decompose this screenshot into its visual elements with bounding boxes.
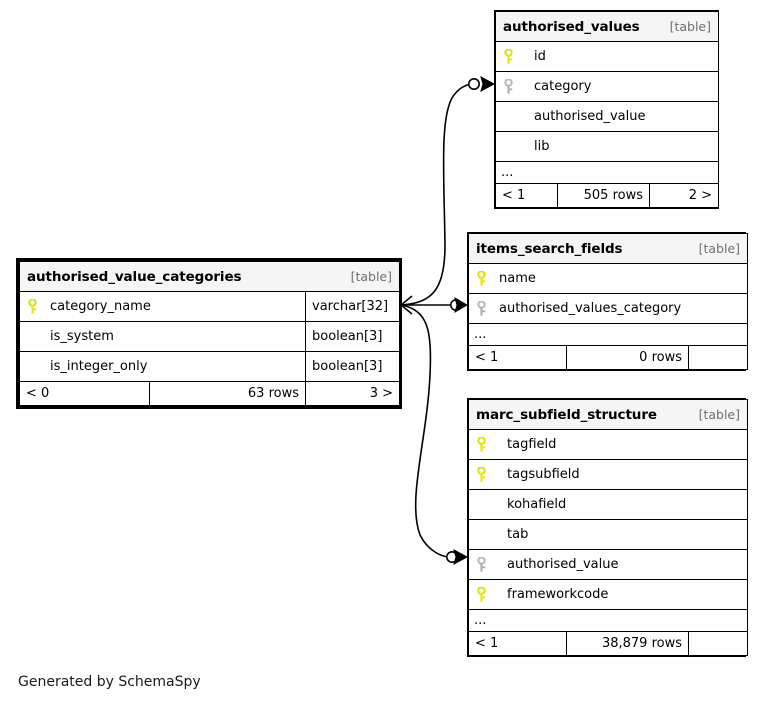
table-type-tag: [table] xyxy=(669,19,711,34)
column-row-authorised-value[interactable]: authorised_value xyxy=(468,549,748,580)
column-row-is-system[interactable]: is_system boolean[3] xyxy=(19,321,400,352)
column-row-category-name[interactable]: category_name varchar[32] xyxy=(19,291,400,322)
footer-row-count: 505 rows xyxy=(557,183,650,208)
relationship-endpoint-circle xyxy=(449,298,462,311)
table-header-row: authorised_value_categories [table] xyxy=(19,261,400,292)
column-name: name xyxy=(499,271,536,286)
column-row-is-integer-only[interactable]: is_integer_only boolean[3] xyxy=(19,351,400,382)
footer-parents-count[interactable]: < 1 xyxy=(468,631,567,656)
more-columns-row: ... xyxy=(468,609,748,632)
ellipsis-label: ... xyxy=(495,161,719,184)
column-row-tab[interactable]: tab xyxy=(468,519,748,550)
footer-children-count[interactable] xyxy=(687,345,749,370)
column-name: kohafield xyxy=(507,497,567,512)
table-footer-row: < 1 0 rows xyxy=(468,345,749,370)
table-marc-subfield-structure[interactable]: marc_subfield_structure [table] tagfield xyxy=(467,398,748,657)
table-authorised-values[interactable]: authorised_values [table] id xyxy=(494,10,719,209)
table-type-tag: [table] xyxy=(350,269,392,284)
table-footer-row: < 1 38,879 rows xyxy=(468,631,748,656)
foreign-key-icon xyxy=(469,300,493,317)
footer-children-count[interactable] xyxy=(688,631,748,656)
crowsfoot-source xyxy=(400,295,413,315)
column-row-category[interactable]: category xyxy=(495,71,719,102)
generated-by-label: Generated by SchemaSpy xyxy=(18,674,201,690)
column-name: tab xyxy=(507,527,529,542)
column-row-kohafield[interactable]: kohafield xyxy=(468,489,748,520)
relationship-arrow-authorised-values xyxy=(480,75,496,93)
table-items-search-fields[interactable]: items_search_fields [table] name xyxy=(467,232,749,371)
column-name: authorised_value xyxy=(534,109,646,124)
more-columns-row: ... xyxy=(467,323,749,346)
column-name: category xyxy=(534,79,592,94)
relationship-line-marc-subfield-structure xyxy=(400,304,449,558)
column-type: boolean[3] xyxy=(305,321,400,352)
primary-key-icon xyxy=(469,466,493,483)
primary-key-icon xyxy=(469,436,493,453)
column-row-name[interactable]: name xyxy=(467,263,749,294)
column-name: lib xyxy=(534,139,550,154)
column-name: category_name xyxy=(50,299,151,314)
relationship-line-authorised-values xyxy=(400,83,472,306)
column-name: is_system xyxy=(50,329,114,344)
relationship-arrow-items-search-fields xyxy=(454,296,468,314)
table-name: authorised_value_categories xyxy=(27,268,242,285)
column-name: tagsubfield xyxy=(507,467,580,482)
foreign-key-icon xyxy=(469,556,493,573)
primary-key-icon xyxy=(469,586,493,603)
footer-children-count[interactable]: 3 > xyxy=(305,381,400,406)
footer-parents-count[interactable]: < 1 xyxy=(495,183,558,208)
column-row-tagsubfield[interactable]: tagsubfield xyxy=(468,459,748,490)
column-row-authorised-values-category[interactable]: authorised_values_category xyxy=(467,293,749,324)
column-name: tagfield xyxy=(507,437,557,452)
foreign-key-icon xyxy=(496,78,520,95)
column-name: id xyxy=(534,49,546,64)
footer-row-count: 38,879 rows xyxy=(566,631,689,656)
column-row-authorised-value[interactable]: authorised_value xyxy=(495,101,719,132)
table-footer-row: < 0 63 rows 3 > xyxy=(19,381,400,406)
table-header-row: authorised_values [table] xyxy=(495,11,719,42)
footer-row-count: 63 rows xyxy=(149,381,306,406)
column-name: authorised_values_category xyxy=(499,301,682,316)
more-columns-row: ... xyxy=(495,161,719,184)
table-header-row: marc_subfield_structure [table] xyxy=(468,399,748,430)
table-name: items_search_fields xyxy=(476,240,623,257)
table-type-tag: [table] xyxy=(698,407,740,422)
primary-key-icon xyxy=(20,298,44,315)
table-authorised-value-categories[interactable]: authorised_value_categories [table] cate… xyxy=(16,258,402,409)
ellipsis-label: ... xyxy=(467,323,749,346)
primary-key-icon xyxy=(469,270,493,287)
footer-parents-count[interactable]: < 1 xyxy=(468,345,567,370)
relationship-arrow-marc-subfield-structure xyxy=(453,548,469,566)
column-type: boolean[3] xyxy=(305,351,400,382)
table-footer-row: < 1 505 rows 2 > xyxy=(495,183,719,208)
table-header-row: items_search_fields [table] xyxy=(467,233,749,264)
column-name: authorised_value xyxy=(507,557,619,572)
relationship-endpoint-circle xyxy=(467,78,480,91)
footer-row-count: 0 rows xyxy=(566,345,689,370)
column-row-id[interactable]: id xyxy=(495,41,719,72)
table-name: authorised_values xyxy=(503,18,640,35)
column-name: frameworkcode xyxy=(507,587,609,602)
column-name: is_integer_only xyxy=(50,359,148,374)
column-row-frameworkcode[interactable]: frameworkcode xyxy=(468,579,748,610)
relationship-endpoint-circle xyxy=(445,550,458,563)
ellipsis-label: ... xyxy=(468,609,748,632)
table-name: marc_subfield_structure xyxy=(476,406,657,423)
primary-key-icon xyxy=(496,48,520,65)
footer-parents-count[interactable]: < 0 xyxy=(19,381,150,406)
table-type-tag: [table] xyxy=(698,241,741,256)
column-type: varchar[32] xyxy=(305,291,400,322)
footer-children-count[interactable]: 2 > xyxy=(649,183,719,208)
column-row-lib[interactable]: lib xyxy=(495,131,719,162)
column-row-tagfield[interactable]: tagfield xyxy=(468,429,748,460)
